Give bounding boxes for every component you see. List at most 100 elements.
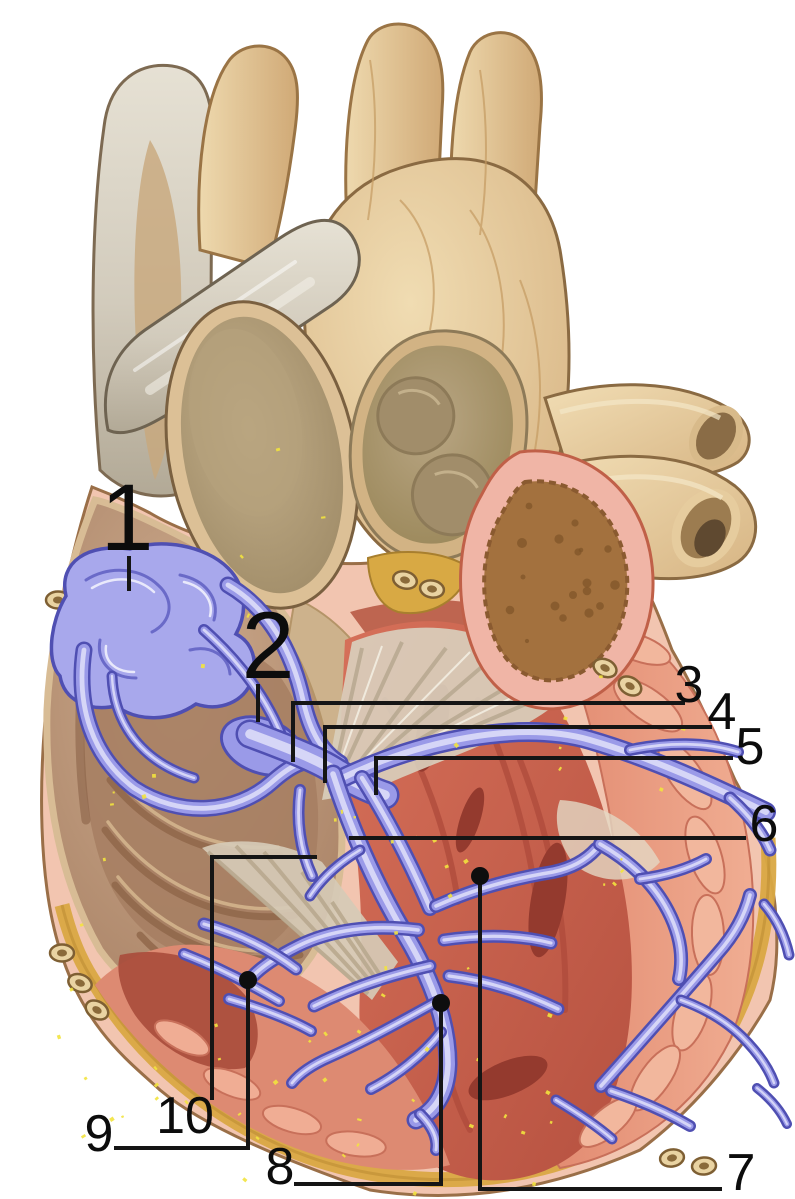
fat-ring-9: [617, 675, 643, 697]
spongy-dot: [584, 608, 594, 618]
spongy-dot: [505, 605, 515, 615]
speckle: [340, 809, 344, 814]
spongy-dot: [520, 574, 526, 580]
aortic-valve-opening: [348, 329, 529, 562]
aorta-texture: [367, 59, 541, 451]
speckle: [141, 793, 147, 800]
speckle: [447, 893, 453, 899]
atrial-opening: [164, 300, 360, 610]
speckle: [468, 1123, 475, 1129]
speckle: [620, 868, 625, 874]
speckle: [603, 883, 606, 886]
speckle: [112, 791, 115, 794]
spongy-dot: [559, 614, 567, 622]
spongy-dot: [582, 578, 592, 588]
pointer-dot-8: [432, 994, 450, 1012]
speckle: [356, 1029, 362, 1034]
conduit-branch-29: [758, 898, 795, 961]
leader-line-5: [374, 756, 733, 795]
spongy-dot: [524, 638, 530, 644]
conduit-branch-18: [437, 929, 558, 950]
speckle: [563, 716, 568, 721]
speckle: [390, 839, 394, 844]
conduit-branch-19: [442, 969, 565, 1016]
speckle: [184, 1099, 189, 1105]
speckle: [275, 447, 281, 452]
speckle: [323, 1031, 328, 1037]
conduit-branch-14: [307, 959, 437, 1013]
label-7: 7: [727, 1144, 756, 1199]
spongy-dot: [554, 534, 564, 544]
leader-line-10: [210, 855, 317, 1100]
conduit-branch-16: [365, 1026, 447, 1095]
conduit-branch-7: [624, 738, 744, 758]
speckle: [411, 1098, 416, 1103]
conduit-branch-24: [634, 853, 712, 885]
conduit-branch-17: [429, 842, 603, 913]
fat-ring-3: [84, 999, 110, 1021]
conduit-branch-2: [198, 624, 289, 746]
speckle: [307, 1039, 312, 1044]
label-8: 8: [266, 1138, 295, 1196]
speckle: [353, 815, 357, 819]
speckle: [341, 1153, 346, 1158]
speckle: [384, 966, 388, 971]
speckle: [242, 1177, 248, 1183]
fat-ring-8: [592, 657, 618, 679]
speckle: [619, 857, 623, 861]
fat-ring-6: [391, 569, 419, 591]
speckle: [83, 1076, 88, 1081]
speckle: [547, 1012, 553, 1019]
sa-node-swirls: [84, 568, 232, 680]
fat-ring-2: [67, 972, 93, 994]
number-labels: 1 2 3 4 5 6 7 8 9 10: [85, 465, 779, 1199]
speckle: [453, 742, 460, 749]
speckle: [412, 1191, 418, 1196]
speckle: [612, 881, 617, 887]
label-9: 9: [85, 1105, 114, 1163]
speckle: [333, 818, 337, 822]
speckle: [322, 1077, 328, 1083]
speckle: [356, 1118, 362, 1122]
speckle: [549, 1120, 553, 1124]
conduit-branch-13: [245, 920, 425, 984]
speckle: [56, 1034, 62, 1040]
speckle: [69, 987, 74, 992]
spongy-dot: [604, 545, 612, 553]
conduit-branch-3: [73, 641, 333, 817]
label-6: 6: [750, 795, 779, 853]
label-10: 10: [156, 1087, 214, 1145]
speckle: [214, 1023, 219, 1028]
speckle: [109, 1116, 115, 1123]
speckle: [109, 803, 114, 806]
speckle: [558, 746, 562, 750]
speckle: [503, 1113, 508, 1119]
speckle: [152, 773, 156, 778]
speckle: [463, 858, 469, 865]
conduit-branch-31: [292, 784, 318, 882]
leader-line-7: [478, 880, 722, 1191]
leader-lines: [114, 556, 746, 1191]
rv-scallops: [153, 1019, 387, 1158]
spongy-dot: [569, 591, 577, 599]
speckle: [237, 1112, 242, 1116]
spongy-dot: [596, 602, 604, 610]
conduit-branch-6: [328, 722, 776, 822]
label-2: 2: [242, 593, 295, 699]
conduit-branch-20: [197, 917, 303, 976]
speckle: [558, 766, 563, 772]
speckle: [658, 787, 664, 792]
fat-ring-5: [690, 1156, 718, 1176]
speckle: [424, 1046, 430, 1053]
speckle: [217, 1057, 222, 1061]
fat-ring-7: [418, 579, 446, 599]
conduit-branch-8: [723, 791, 777, 857]
speckle: [545, 1089, 551, 1096]
speckle: [599, 675, 603, 679]
spongy-dot: [571, 519, 579, 527]
spongy-dot: [610, 580, 620, 590]
conduit-branch-9: [354, 770, 438, 916]
speckle: [200, 663, 205, 669]
leader-line-8: [294, 1008, 443, 1186]
